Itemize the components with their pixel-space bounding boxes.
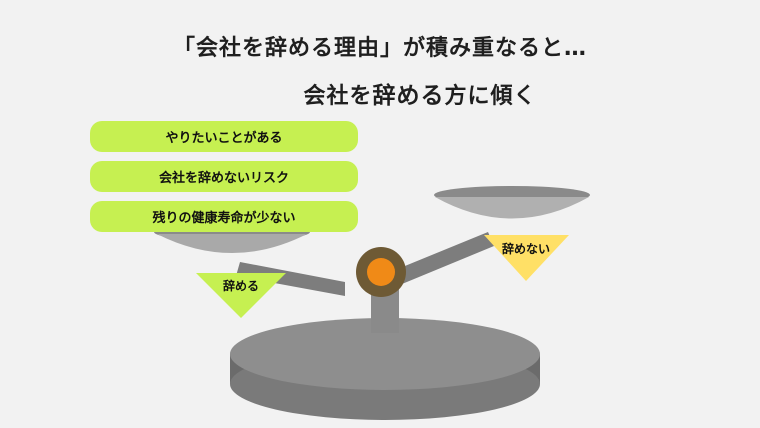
pivot-knob	[356, 247, 406, 297]
reason-box-2: 会社を辞めないリスク	[90, 161, 358, 192]
left-triangle	[196, 273, 286, 318]
reason-box-1: やりたいことがある	[90, 121, 358, 152]
right-pan	[434, 186, 590, 219]
right-triangle	[484, 235, 569, 281]
subheadline-part-2: 方に傾く	[444, 84, 537, 109]
scale-beam-right	[400, 232, 494, 284]
headline: 「会社を辞める理由」が積み重なると…	[172, 36, 587, 61]
reason-box-3: 残りの健康寿命が少ない	[90, 201, 358, 232]
scale-beam	[236, 262, 345, 296]
subheadline: 会社を辞める方に傾く	[0, 76, 760, 110]
left-label: 辞める	[222, 279, 259, 293]
subheadline-emphasis: 辞める	[372, 83, 445, 109]
scale-base	[230, 318, 540, 420]
right-label: 辞めない	[501, 242, 550, 256]
subheadline-part-1: 会社を	[303, 84, 373, 109]
